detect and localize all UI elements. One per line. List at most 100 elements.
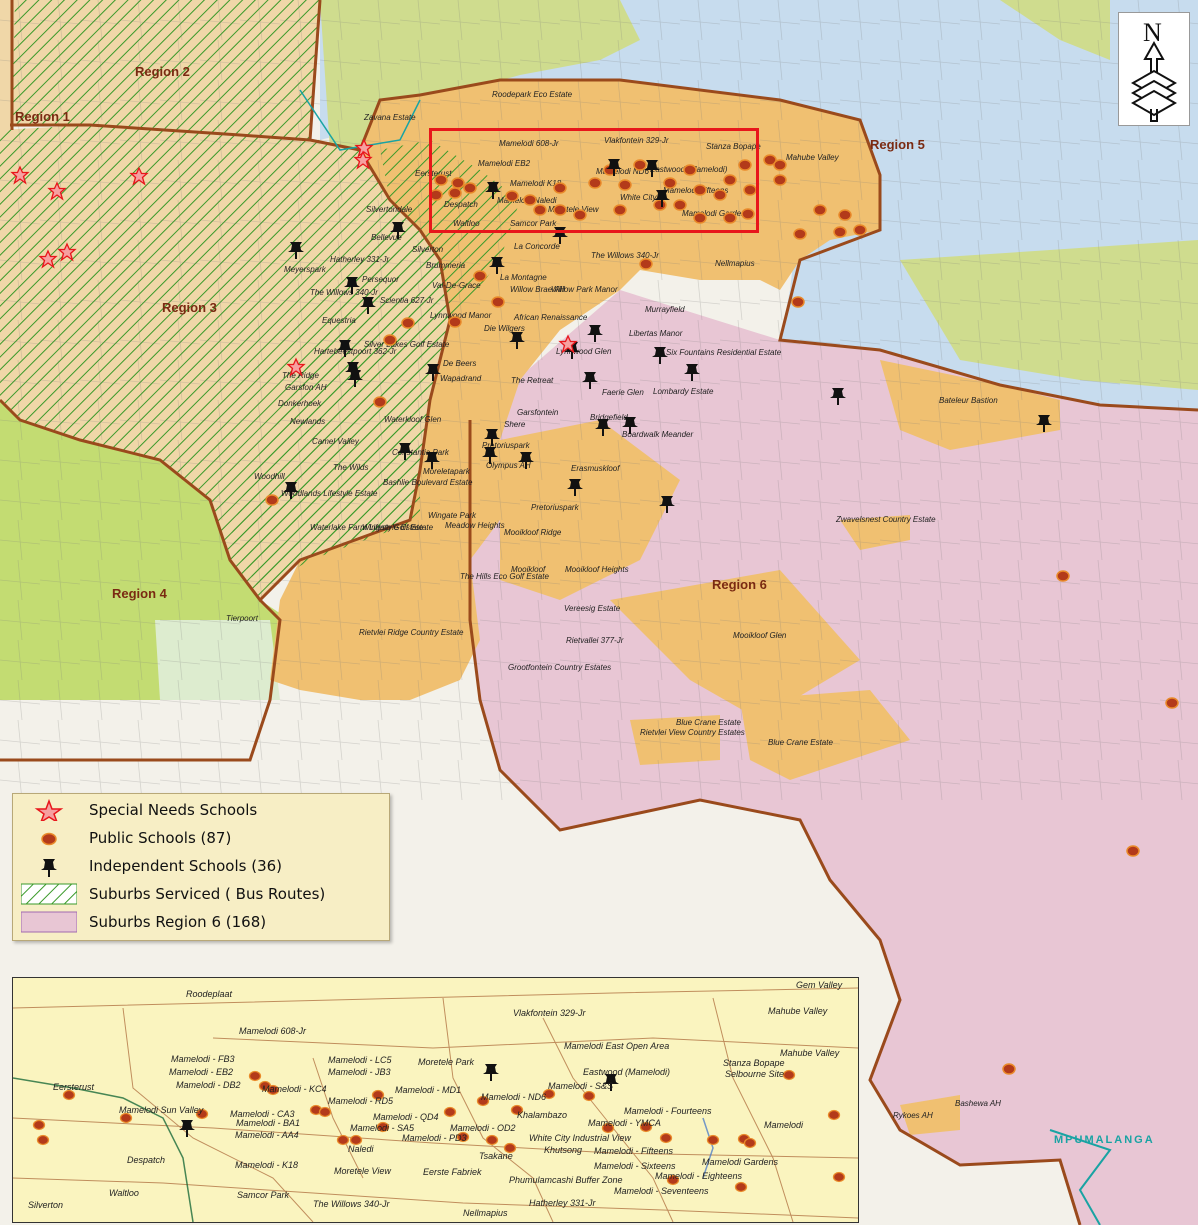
public-school-marker — [723, 212, 737, 224]
inset-place-label: Mamelodi - S&S — [548, 1081, 614, 1091]
inset-public-school-marker — [827, 1109, 841, 1121]
public-school-marker — [373, 396, 387, 408]
inset-place-label: Mamelodi - Eighteens — [655, 1171, 743, 1181]
place-label: Woodhill — [254, 472, 285, 481]
pushpin-icon — [483, 1064, 499, 1081]
inset-place-label: Stanza Bopape — [723, 1058, 785, 1068]
public-school-marker — [618, 179, 632, 191]
inset-public-school-marker — [318, 1106, 332, 1118]
inset-extent-box — [429, 128, 759, 233]
place-label: Mamelodi ND6 — [596, 167, 649, 176]
place-label: Lynnwood Glen — [556, 347, 612, 356]
public-school-marker — [738, 159, 752, 171]
public-school-marker — [505, 190, 519, 202]
inset-place-label: Hatherley 331-Jr — [529, 1198, 596, 1208]
special-needs-school-marker — [286, 357, 306, 377]
pink-swatch-icon — [21, 911, 77, 933]
public-school-marker — [838, 209, 852, 221]
special-needs-school-marker — [57, 242, 77, 262]
place-label: De Beers — [443, 359, 476, 368]
north-arrow-icon: N — [1130, 18, 1178, 122]
place-label: Waltloo — [453, 219, 480, 228]
inset-place-label: White City Industrial View — [529, 1133, 631, 1143]
public-school-marker — [693, 184, 707, 196]
inset-place-label: Waltloo — [109, 1188, 139, 1198]
legend-row-bus-routes: Suburbs Serviced ( Bus Routes) — [13, 881, 389, 907]
special-needs-school-marker — [353, 150, 373, 170]
place-label: Bellevue — [371, 233, 402, 242]
public-school-marker — [523, 194, 537, 206]
place-label: Nellmapius — [715, 259, 755, 268]
inset-place-label: Mamelodi - BA1 — [236, 1118, 301, 1128]
place-label: Mooikloof Ridge — [504, 528, 562, 537]
pushpin-icon — [337, 340, 353, 357]
public-school-marker — [713, 189, 727, 201]
region-1-label: Region 1 — [15, 109, 70, 124]
place-label: Mahube Valley — [786, 153, 840, 162]
inset-place-label: Mamelodi - MD1 — [395, 1085, 462, 1095]
public-school-marker — [813, 204, 827, 216]
inset-public-school-marker — [832, 1171, 846, 1183]
place-label: Mooikloof Heights — [565, 565, 629, 574]
inset-place-label: Mamelodi - JB3 — [328, 1067, 391, 1077]
public-schools-layer — [265, 154, 1179, 1075]
place-label: Bridgefield — [590, 413, 628, 422]
inset-public-school-marker — [349, 1134, 363, 1146]
inset-public-school-marker — [456, 1131, 470, 1143]
place-label: Hatherley 331-Jr — [330, 255, 389, 264]
public-school-dot-icon — [41, 832, 57, 846]
hatched-swatch-icon — [21, 883, 77, 905]
inset-place-label: Selbourne Site — [725, 1069, 785, 1079]
pushpin-icon — [424, 452, 440, 469]
place-label: Willow Brae AH — [510, 285, 565, 294]
inset-place-label: Mamelodi East Open Area — [564, 1041, 670, 1051]
inset-public-school-marker — [119, 1112, 133, 1124]
public-school-marker — [663, 177, 677, 189]
place-label: Silvertondale — [366, 205, 413, 214]
place-label: White City — [620, 193, 657, 202]
place-label: Mooikloof Glen — [733, 631, 787, 640]
inset-place-label: Mamelodi Sun Valley — [119, 1105, 204, 1115]
inset-place-label: Despatch — [127, 1155, 166, 1165]
north-letter: N — [1143, 18, 1162, 47]
place-label: Wingate Park — [428, 511, 477, 520]
pushpin-icon — [1036, 415, 1052, 432]
place-label: Scientia 627-Jr — [380, 296, 434, 305]
inset-place-label: Mamelodi - OD2 — [450, 1123, 516, 1133]
inset-public-school-marker — [36, 1134, 50, 1146]
pushpin-icon — [390, 222, 406, 239]
pushpin-icon — [595, 419, 611, 436]
legend-row-independent-schools: Independent Schools (36) — [13, 853, 389, 879]
pushpin-icon — [347, 370, 363, 387]
inset-place-label: Mamelodi - FB3 — [171, 1054, 235, 1064]
inset-place-label: Mamelodi - QD4 — [373, 1112, 439, 1122]
inset-public-school-marker — [62, 1089, 76, 1101]
place-label: Pretoriuspark — [482, 441, 531, 450]
special-needs-school-marker — [129, 166, 149, 186]
place-label: Faerie Glen — [602, 388, 644, 397]
place-label: Garsfon AH — [285, 383, 327, 392]
inset-place-label: Eersterust — [53, 1082, 95, 1092]
inset-place-label: Mamelodi - K18 — [235, 1160, 299, 1170]
place-label: Mamelodi Gardens — [682, 209, 750, 218]
pushpin-icon — [509, 332, 525, 349]
inset-public-school-marker — [510, 1104, 524, 1116]
inset-public-school-marker — [336, 1134, 350, 1146]
inset-public-school-marker — [706, 1134, 720, 1146]
inset-place-label: Vlakfontein 329-Jr — [513, 1008, 586, 1018]
pushpin-icon — [283, 482, 299, 499]
inset-public-school-marker — [376, 1121, 390, 1133]
place-label: Val-De-Grace — [432, 281, 481, 290]
legend-label-public-schools: Public Schools (87) — [89, 829, 232, 847]
pushpin-icon — [345, 362, 361, 379]
legend-label-region6-suburbs: Suburbs Region 6 (168) — [89, 913, 267, 931]
place-label: Moretele View — [548, 205, 600, 214]
place-label: Grootfontein Country Estates — [508, 663, 611, 672]
region-2-label: Region 2 — [135, 64, 190, 79]
place-label: Rietvallei 377-Jr — [566, 636, 624, 645]
public-school-marker — [588, 177, 602, 189]
public-school-marker — [401, 317, 415, 329]
public-school-marker — [639, 258, 653, 270]
place-label: Meadow Heights — [445, 521, 505, 530]
